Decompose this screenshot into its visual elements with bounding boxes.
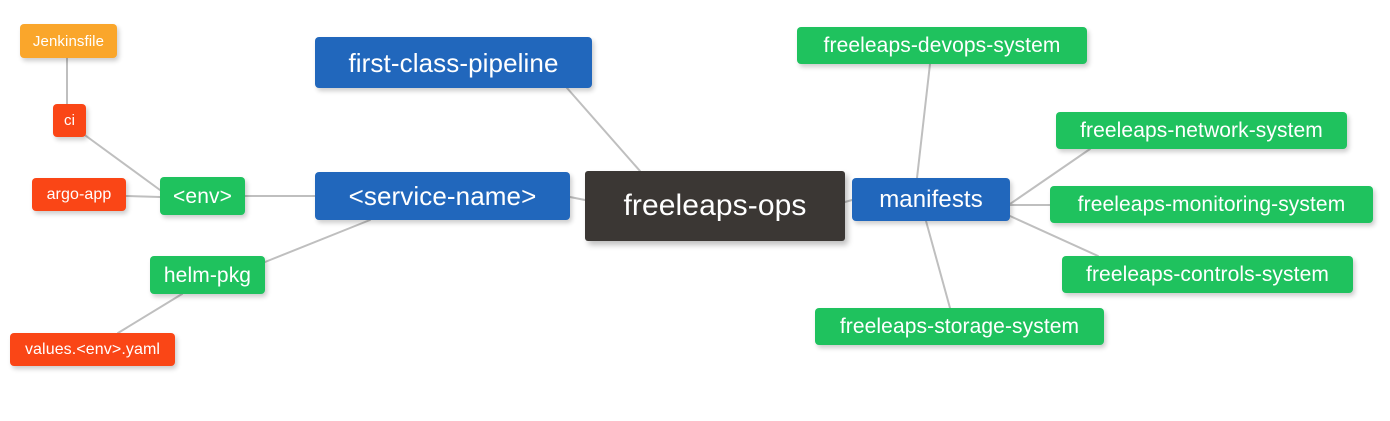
mindmap-node-label: freeleaps-network-system bbox=[1080, 119, 1323, 142]
mindmap-node-label: freeleaps-controls-system bbox=[1086, 263, 1329, 286]
mindmap-edge bbox=[916, 63, 931, 179]
mindmap-node-service-name[interactable]: <service-name> bbox=[315, 172, 570, 220]
mindmap-node-freeleaps-network-system[interactable]: freeleaps-network-system bbox=[1056, 112, 1347, 149]
mindmap-node-freeleaps-devops-system[interactable]: freeleaps-devops-system bbox=[797, 27, 1087, 64]
mindmap-node-label: first-class-pipeline bbox=[348, 47, 559, 78]
mindmap-node-ci[interactable]: ci bbox=[53, 104, 86, 137]
mindmap-node-label: freeleaps-ops bbox=[623, 189, 807, 222]
mindmap-node-values-env-yaml[interactable]: values.<env>.yaml bbox=[10, 333, 175, 366]
mindmap-node-argo-app[interactable]: argo-app bbox=[32, 178, 126, 211]
mindmap-node-label: manifests bbox=[879, 185, 983, 213]
mindmap-node-freeleaps-monitoring-system[interactable]: freeleaps-monitoring-system bbox=[1050, 186, 1373, 223]
mindmap-edge bbox=[569, 196, 586, 201]
mindmap-node-label: helm-pkg bbox=[163, 263, 252, 287]
mindmap-node-label: <service-name> bbox=[348, 181, 537, 211]
mindmap-node-label: Jenkinsfile bbox=[32, 32, 105, 50]
mindmap-edge bbox=[566, 87, 641, 172]
mindmap-node-freeleaps-ops[interactable]: freeleaps-ops bbox=[585, 171, 845, 241]
mindmap-node-label: <env> bbox=[173, 184, 232, 208]
mindmap-edge bbox=[844, 199, 853, 203]
mindmap-node-helm-pkg[interactable]: helm-pkg bbox=[150, 256, 265, 294]
mindmap-node-label: ci bbox=[63, 112, 76, 129]
mindmap-node-freeleaps-storage-system[interactable]: freeleaps-storage-system bbox=[815, 308, 1104, 345]
mindmap-node-label: freeleaps-monitoring-system bbox=[1077, 193, 1346, 216]
mindmap-node-label: argo-app bbox=[46, 185, 112, 203]
mindmap-node-label: freeleaps-devops-system bbox=[823, 34, 1061, 57]
mindmap-node-jenkinsfile[interactable]: Jenkinsfile bbox=[20, 24, 117, 58]
mindmap-edge bbox=[117, 293, 183, 334]
mindmap-node-label: freeleaps-storage-system bbox=[839, 315, 1080, 338]
mindmap-node-freeleaps-controls-system[interactable]: freeleaps-controls-system bbox=[1062, 256, 1353, 293]
mindmap-edge bbox=[925, 220, 951, 309]
mindmap-node-label: values.<env>.yaml bbox=[24, 340, 161, 358]
mindmap-edge bbox=[125, 195, 161, 198]
mindmap-node-manifests[interactable]: manifests bbox=[852, 178, 1010, 221]
mindmap-edge bbox=[264, 219, 371, 263]
mindmap-node-first-class-pipeline[interactable]: first-class-pipeline bbox=[315, 37, 592, 88]
mindmap-node-env[interactable]: <env> bbox=[160, 177, 245, 215]
